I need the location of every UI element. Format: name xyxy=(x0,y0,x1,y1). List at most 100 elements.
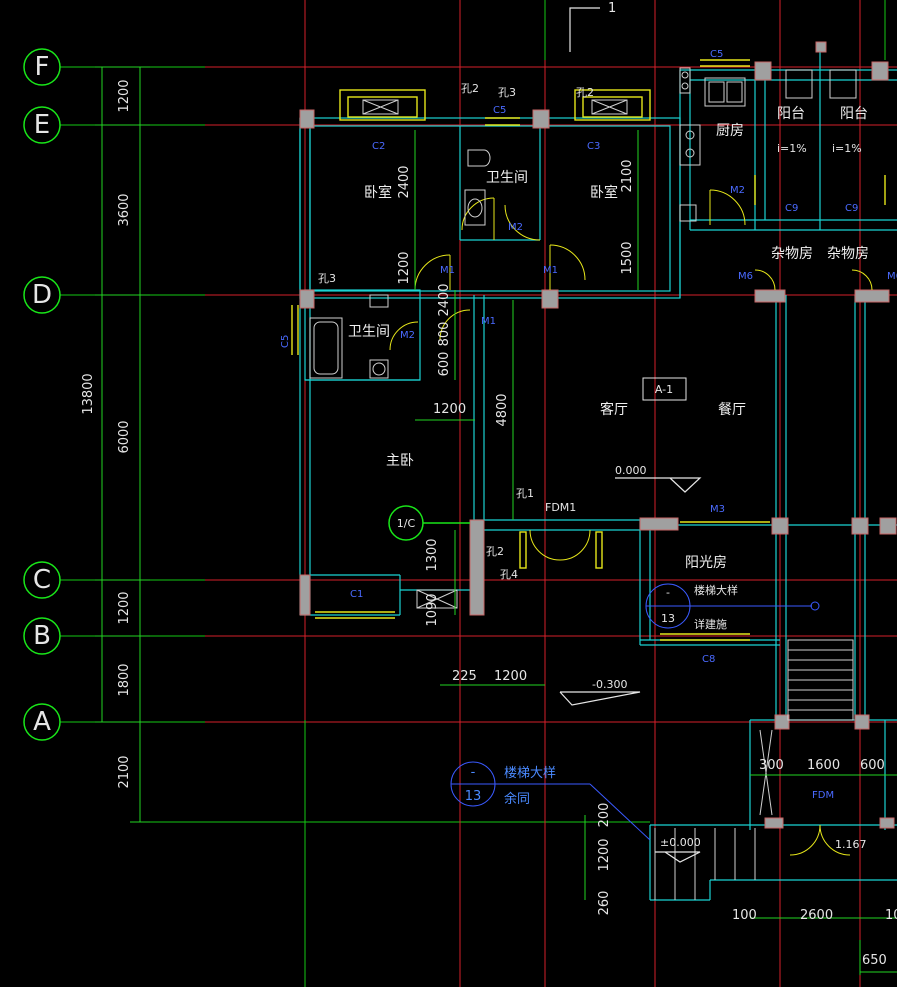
level-1167: 1.167 xyxy=(835,838,867,851)
label-hole3a: 孔3 xyxy=(498,86,516,99)
label-c3: C3 xyxy=(587,141,600,152)
dim-200: 200 xyxy=(597,803,612,828)
label-c9a: C9 xyxy=(785,203,798,214)
dim-2100-inner: 2100 xyxy=(620,159,635,192)
dim-650: 650 xyxy=(862,953,887,968)
dim-1200: 1200 xyxy=(117,79,132,112)
dim-2600: 2600 xyxy=(800,908,833,923)
dim-1500: 1500 xyxy=(620,241,635,274)
label-hole3b: 孔3 xyxy=(318,272,336,285)
dim-1600: 1600 xyxy=(807,758,840,773)
a1-label: A-1 xyxy=(655,383,673,396)
label-m3: M3 xyxy=(710,504,725,515)
room-storage-1: 杂物房 xyxy=(771,246,813,262)
label-hole2a: 孔2 xyxy=(461,82,479,95)
room-bathroom-2: 卫生间 xyxy=(348,324,390,340)
label-hole2b: 孔2 xyxy=(576,86,594,99)
stairs xyxy=(654,639,854,900)
label-m6a: M6 xyxy=(738,271,753,282)
callout1-num: 13 xyxy=(661,612,675,625)
axis-label: E xyxy=(34,110,50,140)
label-hole1: 孔1 xyxy=(516,487,534,500)
left-dimension-chain xyxy=(95,66,150,823)
axis-label: A xyxy=(33,707,51,737)
label-m1c: M1 xyxy=(481,316,496,327)
window-marks xyxy=(362,99,628,609)
level-pm: ±0.000 xyxy=(660,836,701,849)
section-callout: 1/C xyxy=(388,505,470,541)
dim-2100: 2100 xyxy=(117,755,132,788)
section-mark-label: 1/C xyxy=(397,517,416,530)
label-c1: C1 xyxy=(350,589,363,600)
dim-225: 225 xyxy=(452,669,477,684)
axis-A: A xyxy=(23,703,61,741)
axis-F: F xyxy=(23,48,61,86)
dim-300: 300 xyxy=(759,758,784,773)
columns xyxy=(299,41,897,829)
dim-600: 600 xyxy=(437,352,452,377)
dim-2400: 2400 xyxy=(397,165,412,198)
room-sunroom: 阳光房 xyxy=(685,555,727,571)
label-hole4: 孔4 xyxy=(500,568,518,581)
level-markers xyxy=(559,477,702,863)
grid-lines xyxy=(60,0,897,987)
axis-E: E xyxy=(23,106,61,144)
label-m1b: M1 xyxy=(543,265,558,276)
label-c8: C8 xyxy=(702,654,715,665)
dim-total-13800: 13800 xyxy=(81,373,96,414)
level-neg: -0.300 xyxy=(592,678,627,691)
dim-800: 800 xyxy=(437,322,452,347)
axis-D: D xyxy=(23,276,61,314)
room-bedroom-1: 卧室 xyxy=(364,184,392,201)
label-c9b: C9 xyxy=(845,203,858,214)
label-fdm1: FDM1 xyxy=(545,501,576,514)
doors xyxy=(389,189,873,856)
dim-600-b: 600 xyxy=(860,758,885,773)
callout1-title: 楼梯大样 xyxy=(694,583,738,597)
label-c2: C2 xyxy=(372,141,385,152)
dim-260: 260 xyxy=(597,891,612,916)
label-m6b: M6 xyxy=(887,271,897,282)
dim-4800: 4800 xyxy=(495,393,510,426)
slope-2: i=1% xyxy=(832,142,862,155)
label-m2c: M2 xyxy=(730,185,745,196)
windows xyxy=(291,59,886,641)
callout1-sub: 详建施 xyxy=(694,617,727,631)
dim-1090: 1090 xyxy=(425,593,440,626)
dim-1200-d: 1200 xyxy=(597,838,612,871)
dim-1800: 1800 xyxy=(117,663,132,696)
callout2-title: 楼梯大样 xyxy=(504,766,556,781)
top-mark-label: 1 xyxy=(608,1,616,16)
label-hole2c: 孔2 xyxy=(486,545,504,558)
dim-100-b: 10 xyxy=(885,908,897,923)
callout1-top: - xyxy=(666,586,670,599)
stair-detail-callout-2: - 13 楼梯大样 余同 xyxy=(450,761,651,841)
room-kitchen: 厨房 xyxy=(716,123,744,139)
top-section-mark: 1 xyxy=(569,1,616,52)
room-balcony-2: 阳台 xyxy=(840,106,868,122)
label-c5b: C5 xyxy=(493,105,506,116)
dim-1200-c: 1200 xyxy=(494,669,527,684)
room-dining: 餐厅 xyxy=(718,402,746,418)
dim-1200-b: 1200 xyxy=(433,402,466,417)
axis-label: F xyxy=(35,52,50,82)
dim-1200b: 1200 xyxy=(117,591,132,624)
callout2-sub: 余同 xyxy=(504,791,530,807)
dim-2400-b: 2400 xyxy=(437,283,452,316)
room-balcony-1: 阳台 xyxy=(777,106,805,122)
room-living: 客厅 xyxy=(600,401,628,418)
dim-100-a: 100 xyxy=(732,908,757,923)
dim-3600: 3600 xyxy=(117,193,132,226)
a1-tag: A-1 xyxy=(642,377,687,401)
slope-1: i=1% xyxy=(777,142,807,155)
room-master: 主卧 xyxy=(386,453,414,469)
dim-1200-a: 1200 xyxy=(397,251,412,284)
axis-C: C xyxy=(23,561,61,599)
inner-dimension-lines xyxy=(414,130,897,919)
stair-detail-callout-1: - 13 楼梯大样 详建施 xyxy=(645,583,820,631)
room-storage-2: 杂物房 xyxy=(827,246,869,262)
axis-label: B xyxy=(33,621,51,651)
label-c5c: C5 xyxy=(280,335,291,348)
label-fdm: FDM xyxy=(812,790,834,801)
room-bedroom-2: 卧室 xyxy=(590,184,618,201)
